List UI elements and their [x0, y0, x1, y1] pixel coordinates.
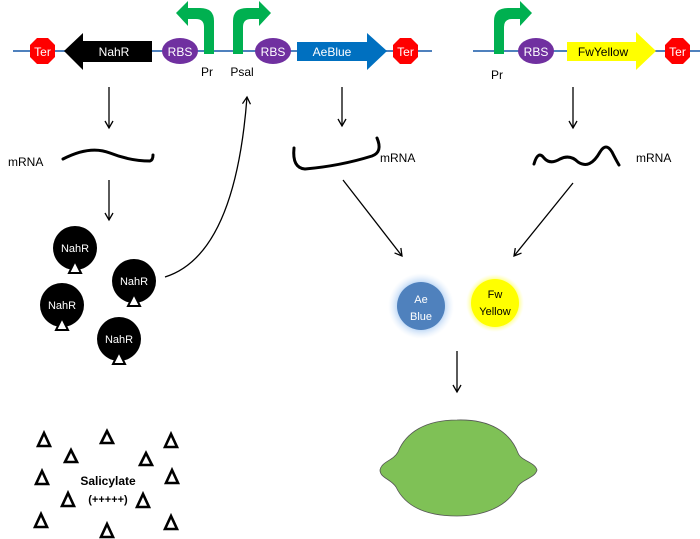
mrna-aeblue: mRNA — [292, 136, 415, 171]
nahr-protein-body — [112, 259, 156, 303]
construct-left: Ter NahR RBS Pr Psal RBS A — [13, 1, 432, 79]
nahr-protein-label: NahR — [105, 334, 133, 346]
promoter-pr-right: Pr — [491, 1, 532, 82]
salicylate-triangle-icon — [33, 467, 51, 486]
cds-fwyellow: FwYellow — [567, 32, 656, 70]
cds-aeblue-arrow — [297, 33, 387, 70]
salicylate-triangle-icon — [163, 466, 181, 485]
salicylate-triangle-icon — [98, 520, 116, 539]
promoter-psal-label: Psal — [230, 65, 253, 79]
aeblue-protein — [397, 282, 445, 330]
nahr-protein-label: NahR — [120, 276, 148, 288]
nahr-protein: NahR — [40, 283, 84, 331]
flow-arrows — [104, 87, 578, 394]
rbs-ellipse — [255, 38, 291, 64]
nahr-protein-label: NahR — [61, 243, 89, 255]
cds-nahr-arrow — [64, 33, 152, 70]
salicylate-triangle-icon — [35, 429, 53, 448]
rbs-label: RBS — [261, 45, 286, 59]
salicylate-level: (+++++) — [88, 494, 128, 506]
salicylate-triangle-icon — [62, 447, 80, 464]
terminator-aeblue: Ter — [393, 38, 418, 64]
promoter-pr-label: Pr — [201, 65, 213, 79]
fwyellow-protein — [471, 279, 519, 327]
salicylate-label: Salicylate — [80, 474, 136, 488]
promoter-pr-right-arrow — [494, 1, 532, 54]
rbs-label: RBS — [168, 45, 193, 59]
salicylate-triangle-icon — [59, 489, 77, 508]
salicylate-triangle-icon — [162, 512, 180, 531]
promoter-psal: Psal — [230, 1, 271, 79]
salicylate-molecules — [32, 428, 181, 539]
salicylate-triangle-icon — [162, 430, 180, 449]
nahr-protein: NahR — [112, 259, 156, 307]
terminator-left: Ter — [30, 38, 55, 64]
arrow-nahr-activates-psal — [164, 95, 252, 278]
cds-fwyellow-arrow — [567, 32, 656, 70]
rbs-label: RBS — [524, 45, 549, 59]
mrna-strand — [292, 136, 381, 171]
salicylate-triangle-icon — [98, 428, 116, 445]
aeblue-label-line2: Blue — [410, 311, 432, 323]
cds-nahr-label: NahR — [99, 45, 130, 59]
salicylate-binding-site-icon — [111, 349, 127, 365]
rbs-ellipse — [162, 38, 198, 64]
mrna-label: mRNA — [8, 155, 43, 169]
terminator-octagon — [30, 38, 55, 64]
salicylate-triangle-icon — [32, 510, 50, 529]
rbs-left-2: RBS — [255, 38, 291, 64]
construct-right: Pr RBS FwYellow Ter — [473, 1, 700, 82]
rbs-right: RBS — [518, 38, 554, 64]
salicylate-triangle-icon — [134, 490, 152, 509]
nahr-protein: NahR — [97, 317, 141, 365]
mrna-strand — [532, 145, 621, 167]
salicylate-triangle-icon — [137, 450, 155, 467]
terminator-label: Ter — [669, 45, 686, 59]
mrna-fwyellow: mRNA — [532, 145, 671, 167]
nahr-protein-body — [53, 226, 97, 270]
mrna-label: mRNA — [380, 151, 415, 165]
promoter-pr-right-label: Pr — [491, 68, 503, 82]
cds-nahr: NahR — [64, 33, 152, 70]
reporter-fwyellow: Fw Yellow — [466, 274, 524, 332]
terminator-octagon — [665, 38, 690, 64]
salicylate-binding-site-icon — [54, 315, 70, 331]
nahr-protein-label: NahR — [48, 300, 76, 312]
promoter-pr-arrow — [176, 1, 214, 54]
terminator-label: Ter — [397, 45, 414, 59]
cds-fwyellow-label: FwYellow — [578, 45, 629, 59]
cds-aeblue-label: AeBlue — [313, 45, 352, 59]
arrow-aeblue-translation — [342, 179, 403, 258]
mrna-nahr: mRNA — [8, 148, 155, 169]
terminator-fwyellow: Ter — [665, 38, 690, 64]
mrna-strand — [61, 148, 155, 163]
promoter-psal-arrow — [233, 1, 271, 54]
nahr-protein-body — [97, 317, 141, 361]
fwyellow-label-line1: Fw — [488, 289, 503, 301]
aeblue-label-line1: Ae — [414, 294, 427, 306]
arrow-fwyellow-translation — [513, 182, 574, 258]
cds-aeblue: AeBlue — [297, 33, 387, 70]
mrna-label: mRNA — [636, 151, 671, 165]
lime-fruit-icon — [379, 419, 538, 517]
terminator-octagon — [393, 38, 418, 64]
salicylate-binding-site-icon — [126, 291, 142, 307]
promoter-pr-left: Pr — [176, 1, 214, 79]
reporter-aeblue: Ae Blue — [388, 273, 454, 339]
nahr-protein: NahR — [53, 226, 97, 274]
terminator-label: Ter — [34, 45, 51, 59]
fwyellow-label-line2: Yellow — [479, 306, 510, 318]
rbs-left-1: RBS — [162, 38, 198, 64]
rbs-ellipse — [518, 38, 554, 64]
nahr-protein-body — [40, 283, 84, 327]
salicylate-binding-site-icon — [67, 258, 83, 274]
